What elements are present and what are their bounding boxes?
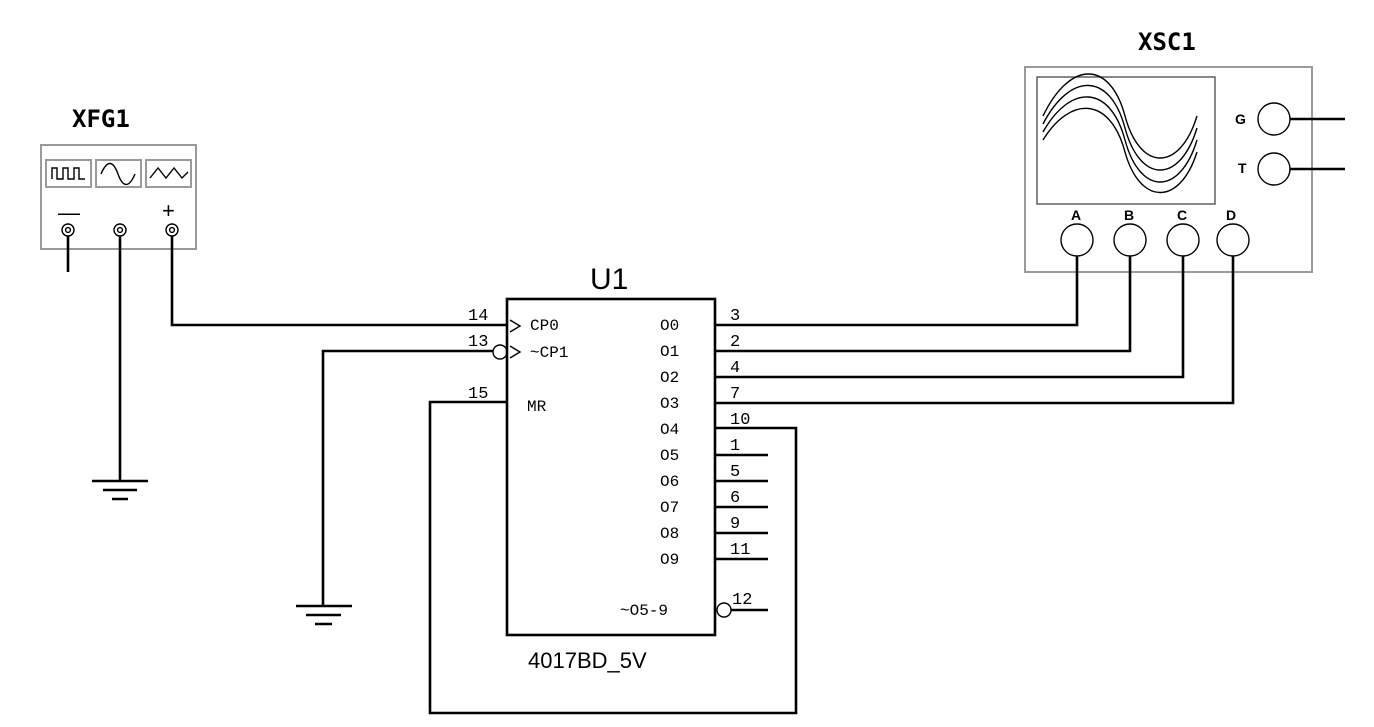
pin-number: 5 bbox=[730, 463, 740, 482]
pin-label: O7 bbox=[660, 499, 679, 517]
pin-label: O3 bbox=[660, 395, 679, 413]
sine-wave-icon[interactable] bbox=[95, 159, 142, 188]
function-generator-label: XFG1 bbox=[72, 105, 130, 133]
pin-number: 10 bbox=[730, 411, 750, 430]
negative-terminal-dot bbox=[64, 226, 72, 234]
pin-number: 3 bbox=[730, 307, 740, 326]
channel-c-label: C bbox=[1177, 207, 1187, 223]
clock-marker bbox=[509, 345, 522, 359]
square-wave-icon[interactable] bbox=[45, 159, 92, 188]
triangle-wave-icon[interactable] bbox=[145, 159, 192, 188]
pin-number: 13 bbox=[468, 333, 488, 352]
wire-o1-channel-b[interactable] bbox=[715, 256, 1132, 353]
inversion-bubble bbox=[492, 344, 508, 360]
pin-label: O1 bbox=[660, 343, 679, 361]
pin-number: 1 bbox=[730, 437, 740, 456]
pin-number: 4 bbox=[730, 359, 740, 378]
pin-number: 15 bbox=[468, 385, 488, 404]
pin-label: O5 bbox=[660, 447, 679, 465]
pin-number: 11 bbox=[730, 541, 750, 560]
function-generator[interactable]: XFG1 — + bbox=[40, 105, 197, 250]
wire-clock[interactable] bbox=[170, 236, 507, 327]
pin-number: 2 bbox=[730, 333, 740, 352]
pin-number: 14 bbox=[468, 307, 488, 326]
inversion-bubble bbox=[716, 602, 732, 618]
ground-icon bbox=[92, 479, 148, 501]
oscilloscope[interactable]: XSC1 A B C D G T bbox=[1024, 28, 1313, 273]
trigger-terminal-label: T bbox=[1238, 160, 1247, 176]
pin-label: O8 bbox=[660, 525, 679, 543]
pin-label: O0 bbox=[660, 317, 679, 335]
clock-marker bbox=[509, 319, 522, 333]
pin-number: 7 bbox=[730, 385, 740, 404]
ground-icon bbox=[296, 604, 352, 626]
pin-label: ~O5-9 bbox=[620, 602, 668, 620]
pin-label: O2 bbox=[660, 369, 679, 387]
negative-terminal-label: — bbox=[58, 200, 80, 225]
counter-ic[interactable]: U1 4017BD_5V 14 CP0 13 ~CP1 15 MR O0 O1 … bbox=[468, 263, 752, 673]
positive-terminal-label: + bbox=[162, 198, 175, 223]
sine-wave-icon bbox=[1042, 73, 1198, 193]
pin-number: 9 bbox=[730, 515, 740, 534]
wire-cp1-ground[interactable] bbox=[321, 349, 493, 605]
wire-o0-channel-a[interactable] bbox=[715, 256, 1079, 327]
pin-number: 6 bbox=[730, 489, 740, 508]
oscilloscope-screen bbox=[1036, 76, 1216, 205]
wire-reset-feedback[interactable] bbox=[428, 400, 798, 715]
pin-label: MR bbox=[527, 398, 547, 416]
oscilloscope-body bbox=[1024, 66, 1313, 273]
pin-label: O4 bbox=[660, 421, 679, 439]
channel-d-label: D bbox=[1226, 207, 1236, 223]
wire-o2-channel-c[interactable] bbox=[715, 256, 1185, 379]
oscilloscope-label: XSC1 bbox=[1138, 28, 1196, 56]
wire-o3-channel-d[interactable] bbox=[715, 256, 1235, 405]
pin-label: O9 bbox=[660, 551, 679, 569]
pin-label: ~CP1 bbox=[530, 344, 568, 362]
channel-b-label: B bbox=[1124, 207, 1134, 223]
ground-terminal-label: G bbox=[1235, 111, 1246, 127]
wires bbox=[66, 117, 1345, 715]
pin-label: O6 bbox=[660, 473, 679, 491]
channel-a-label: A bbox=[1071, 207, 1081, 223]
counter-ref-label: U1 bbox=[590, 263, 628, 296]
counter-part-label: 4017BD_5V bbox=[528, 648, 647, 673]
pin-label: CP0 bbox=[530, 317, 559, 335]
common-terminal-dot bbox=[116, 226, 124, 234]
pin-number: 12 bbox=[732, 591, 752, 610]
counter-body bbox=[505, 297, 717, 637]
positive-terminal-dot bbox=[168, 226, 176, 234]
